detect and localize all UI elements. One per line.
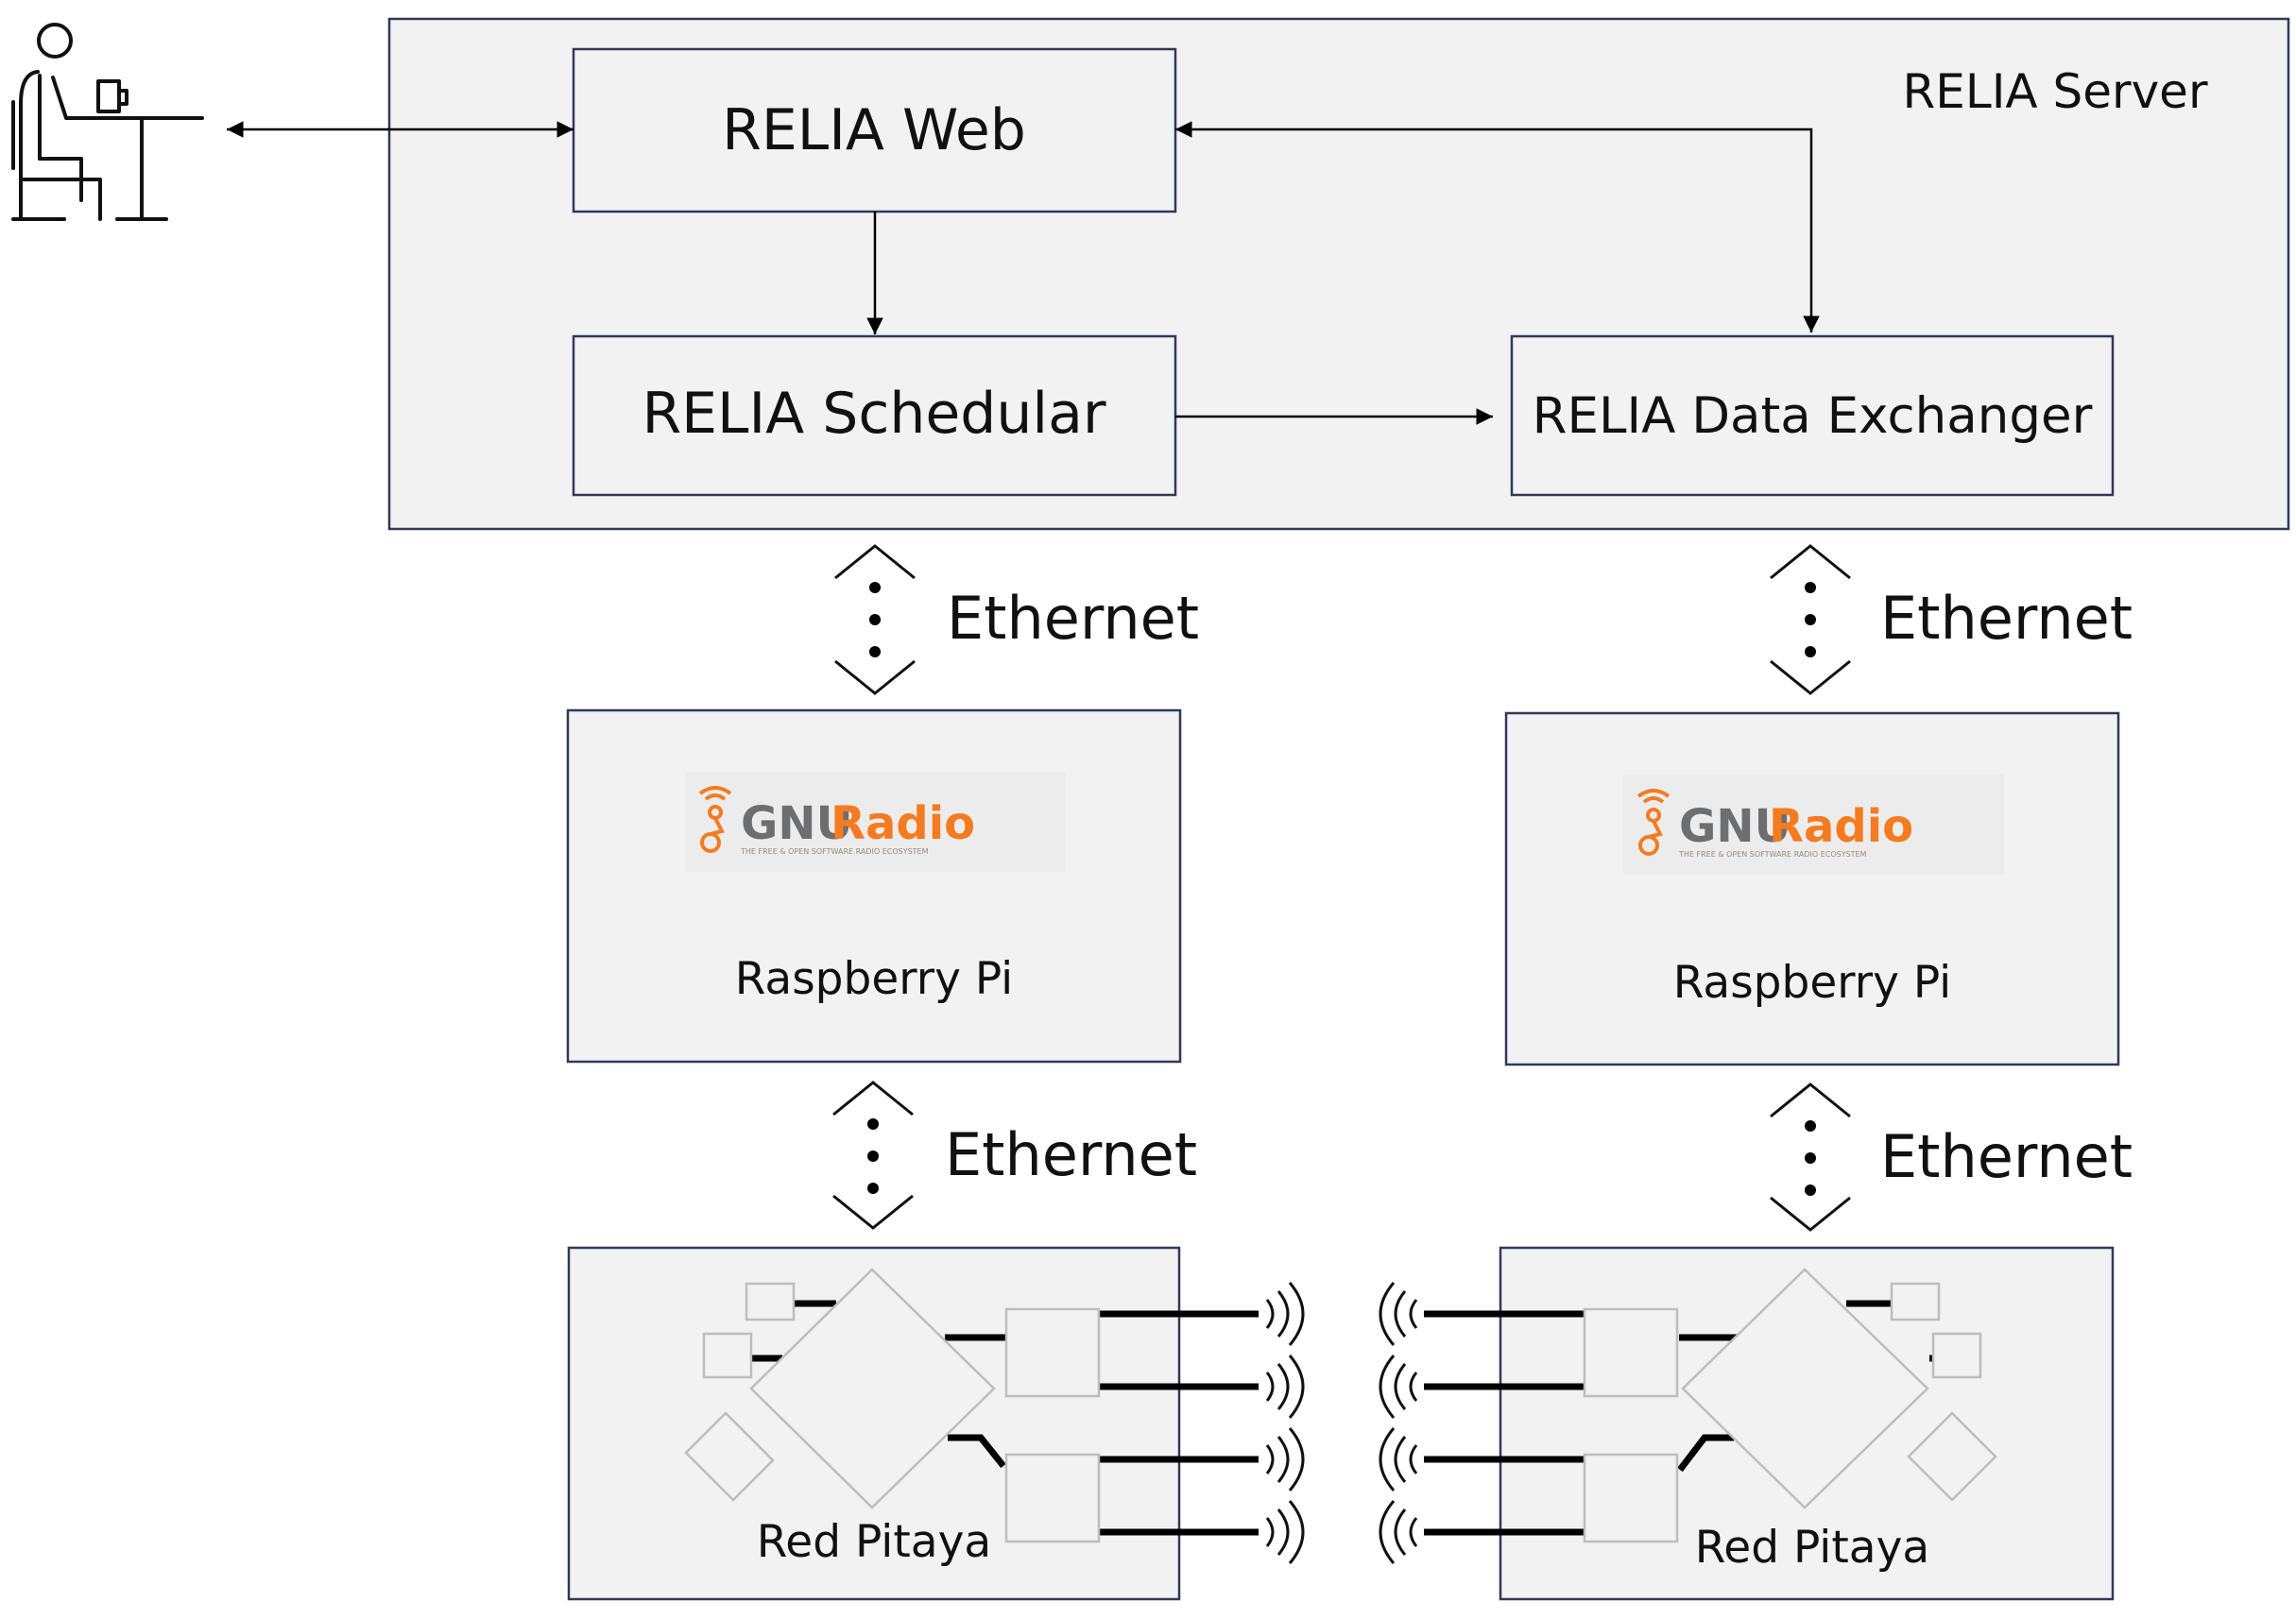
relia-scheduler-box: RELIA Schedular [572,334,1177,497]
ethernet-link-right-upper: Ethernet [1770,544,2133,695]
relia-web-label: RELIA Web [722,97,1026,163]
logo-tagline: THE FREE & OPEN SOFTWARE RADIO ECOSYSTEM [740,847,929,856]
raspberry-pi-label: Raspberry Pi [1673,957,1951,1009]
ethernet-label: Ethernet [945,1120,1197,1189]
logo-radio-text: Radio [831,797,975,850]
ethernet-link-left-upper: Ethernet [834,544,1199,695]
gnuradio-logo: GNU Radio THE FREE & OPEN SOFTWARE RADIO… [1623,775,2004,875]
logo-tagline: THE FREE & OPEN SOFTWARE RADIO ECOSYSTEM [1678,850,1867,859]
raspberry-pi-label: Raspberry Pi [735,953,1013,1005]
red-pitaya-box-right: Red Pitaya [1379,1246,2115,1601]
raspberry-pi-box-left: GNU Radio THE FREE & OPEN SOFTWARE RADIO… [566,708,1182,1064]
ethernet-label: Ethernet [1880,1122,2133,1191]
red-pitaya-label: Red Pitaya [757,1516,991,1568]
red-pitaya-box-left: Red Pitaya [567,1246,1305,1601]
red-pitaya-label: Red Pitaya [1695,1522,1929,1574]
logo-gnu-text: GNU [1679,800,1791,853]
relia-data-exchanger-label: RELIA Data Exchanger [1533,387,2093,445]
relia-data-exchanger-box: RELIA Data Exchanger [1510,334,2115,497]
ethernet-link-left-lower: Ethernet [832,1081,1197,1230]
raspberry-pi-box-right: GNU Radio THE FREE & OPEN SOFTWARE RADIO… [1504,711,2120,1066]
gnuradio-logo: GNU Radio THE FREE & OPEN SOFTWARE RADIO… [685,772,1066,872]
logo-radio-text: Radio [1769,800,1913,853]
ethernet-link-right-lower: Ethernet [1770,1082,2133,1232]
user-at-desk-icon [11,23,204,221]
red-pitaya-board-icon [1424,1268,1997,1543]
relia-web-box: RELIA Web [572,47,1177,213]
server-label: RELIA Server [1903,64,2208,119]
web-exchanger-arrow [1175,121,1820,332]
ethernet-label: Ethernet [1880,584,2133,653]
ethernet-label: Ethernet [947,584,1199,653]
radio-waves-icon [1265,1282,1305,1564]
radio-waves-icon [1379,1282,1418,1564]
relia-scheduler-label: RELIA Schedular [642,381,1105,447]
red-pitaya-board-icon [684,1268,1259,1543]
logo-gnu-text: GNU [741,797,853,850]
server-connectors [227,121,1820,425]
